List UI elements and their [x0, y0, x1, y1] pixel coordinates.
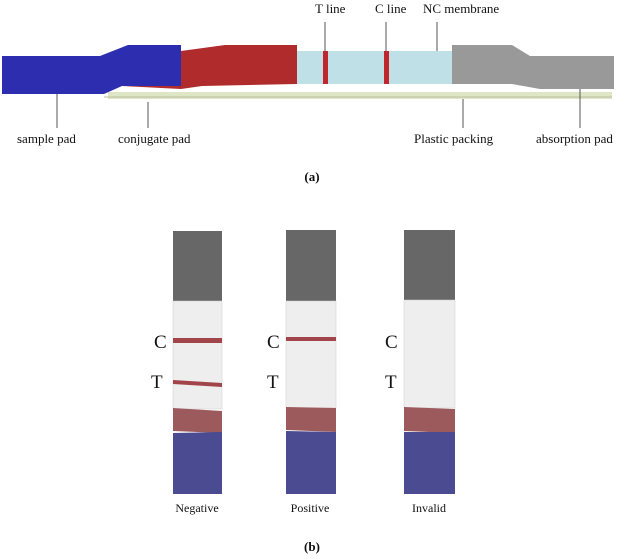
strip-letter-c: C [267, 332, 280, 353]
t-line-band [323, 51, 328, 84]
plastic-backing [108, 92, 612, 99]
absorption-pad [452, 45, 614, 89]
strip-conjugate-zone [286, 407, 336, 432]
label-plastic-packing: Plastic packing [414, 131, 494, 146]
label-c-line: C line [375, 1, 407, 16]
strip-t-line [173, 380, 222, 387]
label-sample-pad: sample pad [17, 131, 76, 146]
c-line-band [384, 51, 389, 84]
strip-caption: Positive [291, 501, 330, 515]
strip-top-pad [173, 231, 222, 301]
strip-sample-zone [173, 432, 222, 494]
strip-letter-c: C [154, 332, 167, 353]
caption-b: (b) [304, 539, 320, 554]
strip-conjugate-zone [404, 407, 455, 433]
nc-membrane [297, 51, 452, 84]
strip-letter-t: T [151, 372, 163, 393]
strip-window [403, 299, 456, 409]
strip-window [285, 300, 337, 409]
strip-c-line [286, 337, 336, 341]
leader-lines [56, 22, 581, 128]
strip-caption: Negative [175, 501, 218, 515]
label-t-line: T line [315, 1, 346, 16]
panel-b: C T Negative C T Positive C T Invalid (b… [151, 230, 456, 554]
strip-letter-c: C [385, 332, 398, 353]
strip-sample-zone [286, 431, 336, 494]
strip-caption: Invalid [412, 501, 446, 515]
strip-top-pad [286, 230, 336, 301]
caption-a: (a) [304, 169, 319, 184]
strip-c-line [173, 338, 222, 343]
strip-letter-t: T [267, 372, 279, 393]
panel-a: T line C line NC membrane sample pad con… [2, 1, 614, 184]
strip-conjugate-zone [173, 408, 222, 433]
strip-letter-t: T [385, 372, 397, 393]
strip-sample-zone [404, 432, 455, 494]
sample-pad [2, 45, 181, 94]
strip-invalid: C T Invalid [385, 230, 456, 515]
strip-negative: C T Negative [151, 231, 223, 515]
strip-positive: C T Positive [267, 230, 337, 515]
strip-top-pad [404, 230, 455, 300]
strip-window [172, 300, 223, 410]
label-absorption-pad: absorption pad [536, 131, 613, 146]
label-conjugate-pad: conjugate pad [118, 131, 191, 146]
label-nc-membrane: NC membrane [423, 1, 499, 16]
